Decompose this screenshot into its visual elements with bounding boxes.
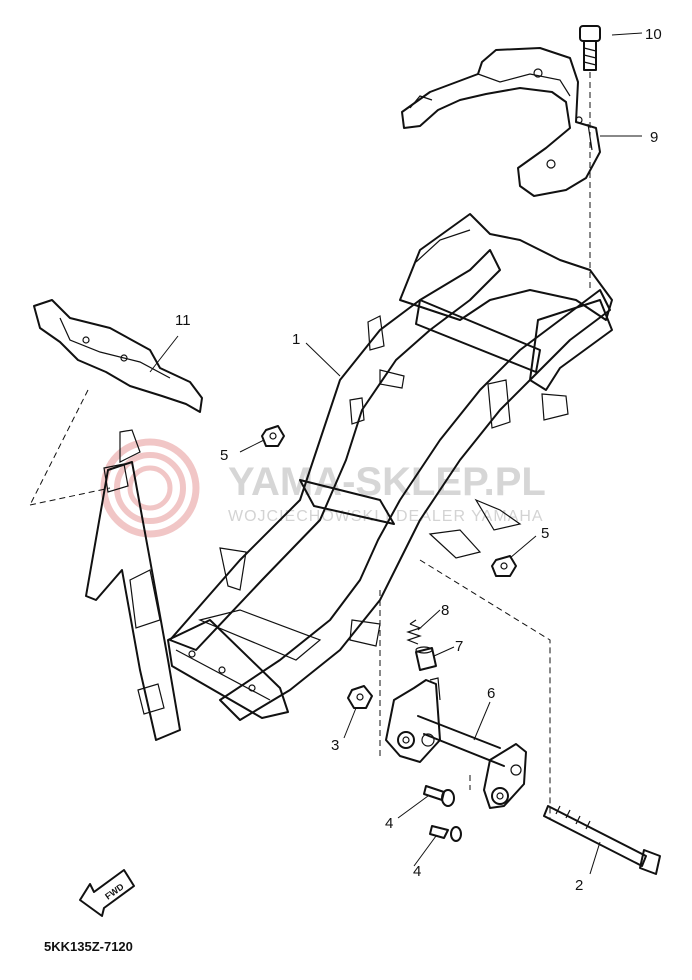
part-bolt-10 <box>579 25 601 71</box>
callout-labels: 1 2 3 4 4 5 5 6 7 8 9 10 11 <box>175 26 662 894</box>
callout-7: 7 <box>455 638 463 655</box>
callout-2: 2 <box>575 877 583 894</box>
callout-1: 1 <box>292 331 300 348</box>
assembly-lines <box>29 72 591 820</box>
part-bolt-4-upper <box>423 785 455 807</box>
diagram-code: 5KK135Z-7120 <box>44 939 133 954</box>
part-bracket-9 <box>401 47 601 197</box>
callout-5-lower: 5 <box>541 525 549 542</box>
callout-4-lower: 4 <box>413 863 421 880</box>
callout-8: 8 <box>441 602 449 619</box>
callout-11: 11 <box>175 312 191 329</box>
fwd-arrow-icon: FWD <box>79 869 135 917</box>
callout-3: 3 <box>331 737 339 754</box>
part-nut-5-lower <box>491 555 517 577</box>
callout-6: 6 <box>487 685 495 702</box>
part-engine-bracket-6 <box>385 677 527 809</box>
callout-4-upper: 4 <box>385 815 393 832</box>
part-collar-7 <box>415 646 437 671</box>
callout-9: 9 <box>650 129 658 146</box>
part-spring-8 <box>406 619 422 645</box>
watermark-main-text: YAMA-SKLEP.PL <box>228 460 546 504</box>
callout-5-upper: 5 <box>220 447 228 464</box>
callout-10: 10 <box>645 26 662 43</box>
part-bracket-11 <box>33 299 203 413</box>
part-frame-1 <box>85 213 613 741</box>
leader-lines <box>149 32 643 875</box>
part-long-bolt-2 <box>543 805 661 875</box>
watermark: YAMA-SKLEP.PL WOJCIECHOWSKI I DEALER YAM… <box>100 438 546 538</box>
watermark-logo <box>100 438 200 538</box>
watermark-sub-text: WOJCIECHOWSKI I DEALER YAMAHA <box>228 508 544 525</box>
part-nut-5-upper <box>261 425 285 447</box>
part-nut-3 <box>347 685 373 709</box>
part-bolt-4-lower <box>429 825 462 842</box>
